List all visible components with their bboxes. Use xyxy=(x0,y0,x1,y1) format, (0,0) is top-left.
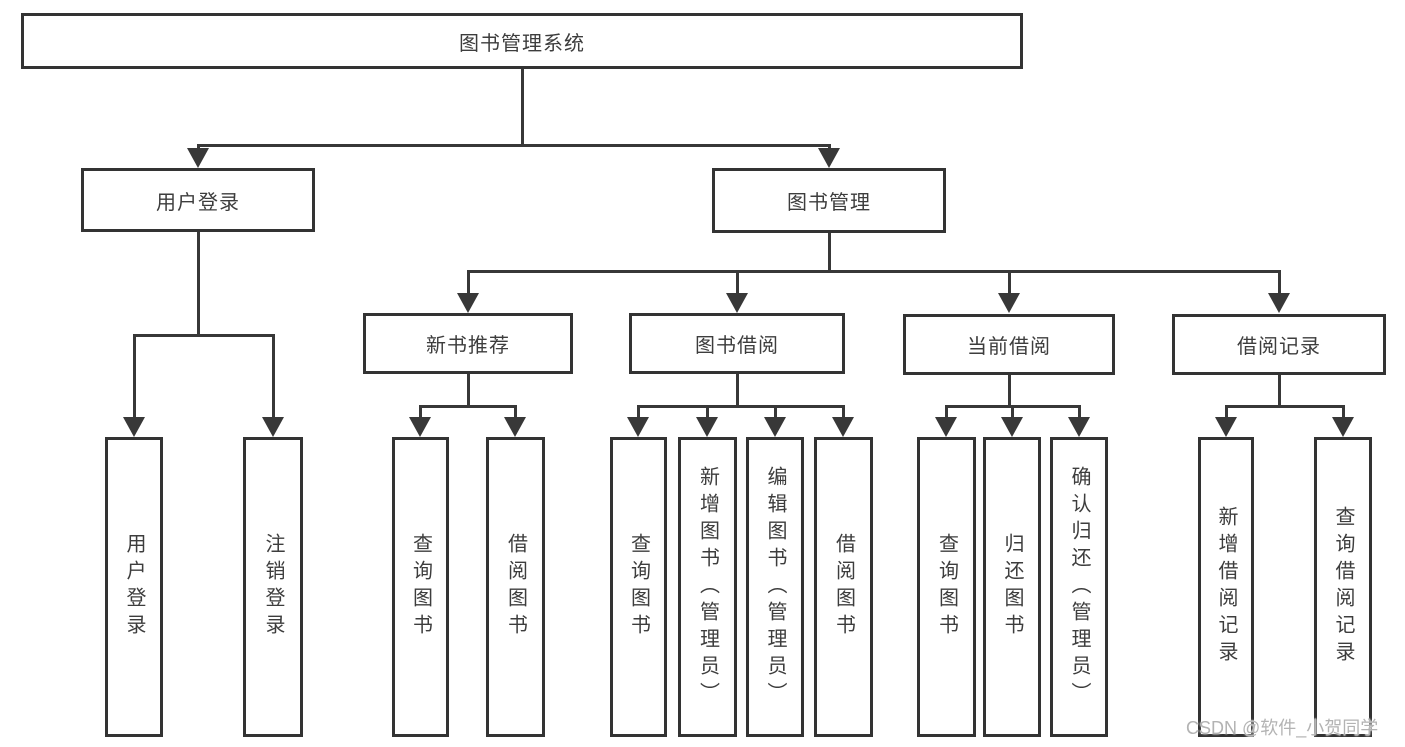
arrow-down-icon xyxy=(627,417,649,437)
leaf-add-borrow-record: 新增借阅记录 xyxy=(1198,437,1254,737)
node-label: 新增图书（管理员） xyxy=(696,465,719,709)
connector-line xyxy=(196,143,831,147)
leaf-borrow-books-recommend: 借阅图书 xyxy=(486,437,545,737)
node-borrow-records: 借阅记录 xyxy=(1172,314,1386,375)
arrow-down-icon xyxy=(764,417,786,437)
leaf-user-login: 用户登录 xyxy=(105,437,163,737)
node-label: 归还图书 xyxy=(1001,533,1023,641)
arrow-down-icon xyxy=(1215,417,1237,437)
arrow-down-icon xyxy=(262,417,284,437)
connector-line xyxy=(945,406,948,420)
arrow-down-icon xyxy=(123,417,145,437)
node-book-management: 图书管理 xyxy=(712,168,946,233)
arrow-down-icon xyxy=(504,417,526,437)
connector-line xyxy=(466,269,1281,273)
connector-line xyxy=(1007,375,1011,408)
node-label: 图书管理 xyxy=(787,192,871,214)
connector-line xyxy=(1077,406,1081,420)
connector-line xyxy=(514,406,517,420)
node-user-login: 用户登录 xyxy=(81,168,315,232)
arrow-down-icon xyxy=(1332,417,1354,437)
node-label: 确认归还（管理员） xyxy=(1068,465,1090,709)
node-label: 注销登录 xyxy=(262,533,284,641)
arrow-down-icon xyxy=(187,148,209,168)
arrow-down-icon xyxy=(1268,293,1290,313)
arrow-down-icon xyxy=(726,293,748,313)
connector-line xyxy=(271,335,275,419)
leaf-query-borrow-record: 查询借阅记录 xyxy=(1314,437,1372,737)
leaf-query-books-recommend: 查询图书 xyxy=(392,437,449,737)
watermark: CSDN @软件_小贺同学 xyxy=(1186,718,1379,738)
connector-line xyxy=(1224,406,1228,420)
leaf-query-books-borrowing: 查询图书 xyxy=(610,437,667,737)
connector-line xyxy=(466,271,470,297)
node-label: 查询图书 xyxy=(627,533,650,641)
node-label: 新书推荐 xyxy=(426,335,510,357)
connector-line xyxy=(196,232,200,336)
leaf-edit-book-admin: 编辑图书（管理员） xyxy=(746,437,804,737)
arrow-down-icon xyxy=(818,148,840,168)
connector-line xyxy=(1224,404,1345,408)
arrow-down-icon xyxy=(935,417,957,437)
leaf-borrow-books-borrowing: 借阅图书 xyxy=(814,437,873,737)
node-label: 借阅图书 xyxy=(832,533,855,641)
node-label: 当前借阅 xyxy=(967,336,1051,358)
node-current-borrowing: 当前借阅 xyxy=(903,314,1115,375)
connector-line xyxy=(637,406,640,420)
connector-line xyxy=(1277,271,1281,297)
node-label: 图书管理系统 xyxy=(459,32,585,55)
leaf-return-book: 归还图书 xyxy=(983,437,1041,737)
node-label: 借阅记录 xyxy=(1237,336,1321,358)
connector-line xyxy=(466,374,470,408)
node-book-borrowing: 图书借阅 xyxy=(629,313,845,374)
connector-line xyxy=(132,333,275,337)
arrow-down-icon xyxy=(832,417,854,437)
node-label: 查询图书 xyxy=(935,533,958,641)
node-label: 编辑图书（管理员） xyxy=(764,465,786,709)
node-label: 查询图书 xyxy=(409,533,432,641)
connector-line xyxy=(1277,375,1281,408)
connector-line xyxy=(419,406,422,420)
node-label: 图书借阅 xyxy=(695,335,779,357)
connector-line xyxy=(637,404,845,408)
arrow-down-icon xyxy=(998,293,1020,313)
node-library-system: 图书管理系统 xyxy=(21,13,1023,69)
leaf-query-books-current: 查询图书 xyxy=(917,437,976,737)
arrow-down-icon xyxy=(696,417,718,437)
connector-line xyxy=(1010,406,1014,420)
connector-line xyxy=(419,404,517,408)
node-label: 用户登录 xyxy=(156,191,240,214)
node-new-book-recommend: 新书推荐 xyxy=(363,313,573,374)
connector-line xyxy=(773,406,777,420)
connector-line xyxy=(827,233,831,273)
connector-line xyxy=(735,271,739,297)
connector-line xyxy=(842,406,845,420)
connector-line xyxy=(1007,271,1011,297)
arrow-down-icon xyxy=(409,417,431,437)
node-label: 用户登录 xyxy=(123,533,145,641)
connector-line xyxy=(520,69,524,145)
connector-line xyxy=(735,374,739,408)
leaf-logout: 注销登录 xyxy=(243,437,303,737)
arrow-down-icon xyxy=(457,293,479,313)
leaf-add-book-admin: 新增图书（管理员） xyxy=(678,437,737,737)
node-label: 查询借阅记录 xyxy=(1332,506,1354,668)
connector-line xyxy=(1341,406,1345,420)
leaf-confirm-return-admin: 确认归还（管理员） xyxy=(1050,437,1108,737)
connector-line xyxy=(705,406,709,420)
connector-line xyxy=(132,335,136,419)
node-label: 新增借阅记录 xyxy=(1215,506,1237,668)
node-label: 借阅图书 xyxy=(504,533,527,641)
arrow-down-icon xyxy=(1001,417,1023,437)
arrow-down-icon xyxy=(1068,417,1090,437)
